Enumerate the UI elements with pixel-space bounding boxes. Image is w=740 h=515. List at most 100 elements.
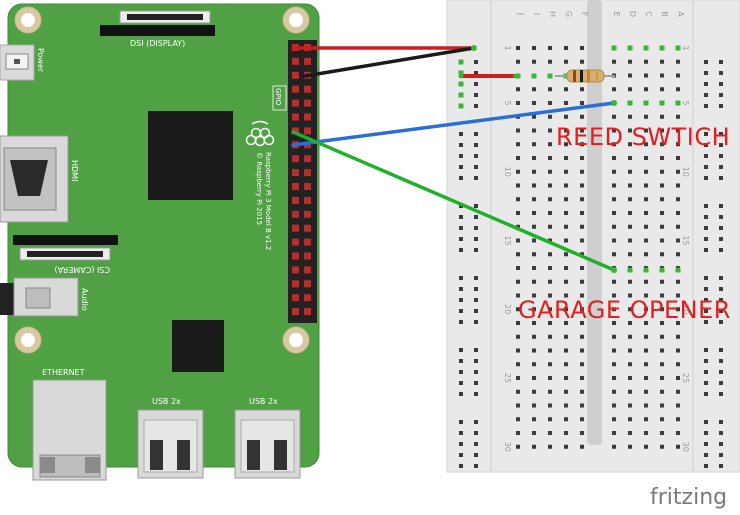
- usb-label-2: USB 2x: [249, 397, 278, 406]
- resistor: [555, 69, 615, 83]
- active-hole: [659, 45, 665, 51]
- rail-hole: [704, 298, 708, 302]
- row-number: 30: [681, 442, 690, 452]
- rail-hole: [719, 60, 723, 64]
- breadboard-hole: [660, 59, 664, 64]
- column-letter: H: [548, 11, 557, 17]
- breadboard-hole: [564, 403, 568, 408]
- active-hole: [458, 70, 464, 76]
- rail-hole: [474, 276, 478, 280]
- breadboard-hole: [580, 156, 584, 160]
- rail-hole: [459, 309, 463, 313]
- rail-hole: [459, 359, 463, 363]
- gpio-pin: [304, 155, 311, 163]
- breadboard-hole: [612, 321, 616, 325]
- breadboard-hole: [644, 197, 648, 202]
- active-hole: [659, 267, 665, 273]
- breadboard-hole: [580, 444, 584, 449]
- breadboard-hole: [548, 183, 552, 188]
- rail-hole: [459, 298, 463, 302]
- breadboard-hole: [532, 46, 536, 50]
- rail-hole: [704, 226, 708, 230]
- breadboard-hole: [580, 417, 584, 422]
- rail-hole: [719, 82, 723, 86]
- row-number: 20: [681, 304, 690, 314]
- breadboard-hole: [676, 389, 680, 394]
- rail-hole: [704, 60, 708, 64]
- breadboard-hole: [580, 252, 584, 257]
- breadboard-hole: [580, 376, 584, 380]
- breadboard-hole: [532, 293, 536, 298]
- model-label: Raspberry Pi 3 Model B v1.2: [264, 152, 272, 250]
- breadboard-hole: [628, 417, 632, 422]
- breadboard-hole: [612, 114, 616, 119]
- breadboard-hole: [676, 279, 680, 284]
- rail-hole: [704, 442, 708, 446]
- rail-hole: [474, 287, 478, 291]
- breadboard-hole: [580, 389, 584, 394]
- rail-hole: [719, 381, 723, 385]
- breadboard-hole: [516, 142, 520, 147]
- hdmi-port: [0, 135, 69, 223]
- rail-hole: [704, 359, 708, 363]
- breadboard-hole: [676, 224, 680, 229]
- row-number: 15: [503, 235, 512, 245]
- breadboard-hole: [548, 376, 552, 380]
- gpio-pin: [292, 127, 299, 135]
- breadboard-hole: [676, 431, 680, 435]
- breadboard-hole: [516, 101, 520, 105]
- breadboard-hole: [676, 114, 680, 119]
- breadboard-hole: [548, 321, 552, 325]
- rail-hole: [704, 71, 708, 75]
- breadboard-hole: [548, 128, 552, 133]
- breadboard-hole: [532, 266, 536, 270]
- active-hole: [675, 100, 681, 106]
- breadboard-hole: [548, 197, 552, 202]
- breadboard-hole: [644, 224, 648, 229]
- rail-hole: [459, 176, 463, 180]
- row-number: 1: [503, 45, 512, 50]
- rail-hole: [719, 237, 723, 241]
- breadboard-hole: [612, 334, 616, 339]
- rail-hole: [704, 82, 708, 86]
- rail-hole: [719, 204, 723, 208]
- rail-hole: [459, 442, 463, 446]
- breadboard-hole: [644, 128, 648, 133]
- breadboard-hole: [548, 142, 552, 147]
- rail-hole: [704, 420, 708, 424]
- breadboard-hole: [628, 362, 632, 367]
- breadboard-hole: [548, 417, 552, 422]
- breadboard-hole: [548, 389, 552, 394]
- rail-hole: [719, 442, 723, 446]
- row-number: 20: [503, 304, 512, 314]
- gpio-pin: [304, 210, 311, 218]
- rail-hole: [719, 104, 723, 108]
- ethernet-label: ETHERNET: [42, 368, 85, 377]
- breadboard-hole: [564, 197, 568, 202]
- rail-hole: [474, 165, 478, 169]
- breadboard-hole: [532, 431, 536, 435]
- active-hole: [659, 100, 665, 106]
- reed-switch-label: REED SWTICH: [556, 123, 731, 151]
- rail-hole: [719, 226, 723, 230]
- breadboard-hole: [660, 417, 664, 422]
- breadboard-hole: [644, 376, 648, 380]
- gpio-pin: [292, 308, 299, 316]
- breadboard-hole: [676, 252, 680, 257]
- breadboard-hole: [628, 293, 632, 298]
- rail-hole: [459, 154, 463, 158]
- rail-hole: [719, 431, 723, 435]
- breadboard-hole: [516, 224, 520, 229]
- breadboard-hole: [628, 431, 632, 435]
- column-letter: C: [644, 11, 653, 17]
- breadboard-hole: [580, 114, 584, 119]
- breadboard-hole: [660, 444, 664, 449]
- rail-hole: [459, 215, 463, 219]
- breadboard-hole: [532, 362, 536, 367]
- rail-hole: [474, 226, 478, 230]
- gpio-pin: [292, 196, 299, 204]
- breadboard-hole: [580, 197, 584, 202]
- rail-hole: [719, 93, 723, 97]
- rail-hole: [474, 298, 478, 302]
- breadboard-hole: [564, 266, 568, 270]
